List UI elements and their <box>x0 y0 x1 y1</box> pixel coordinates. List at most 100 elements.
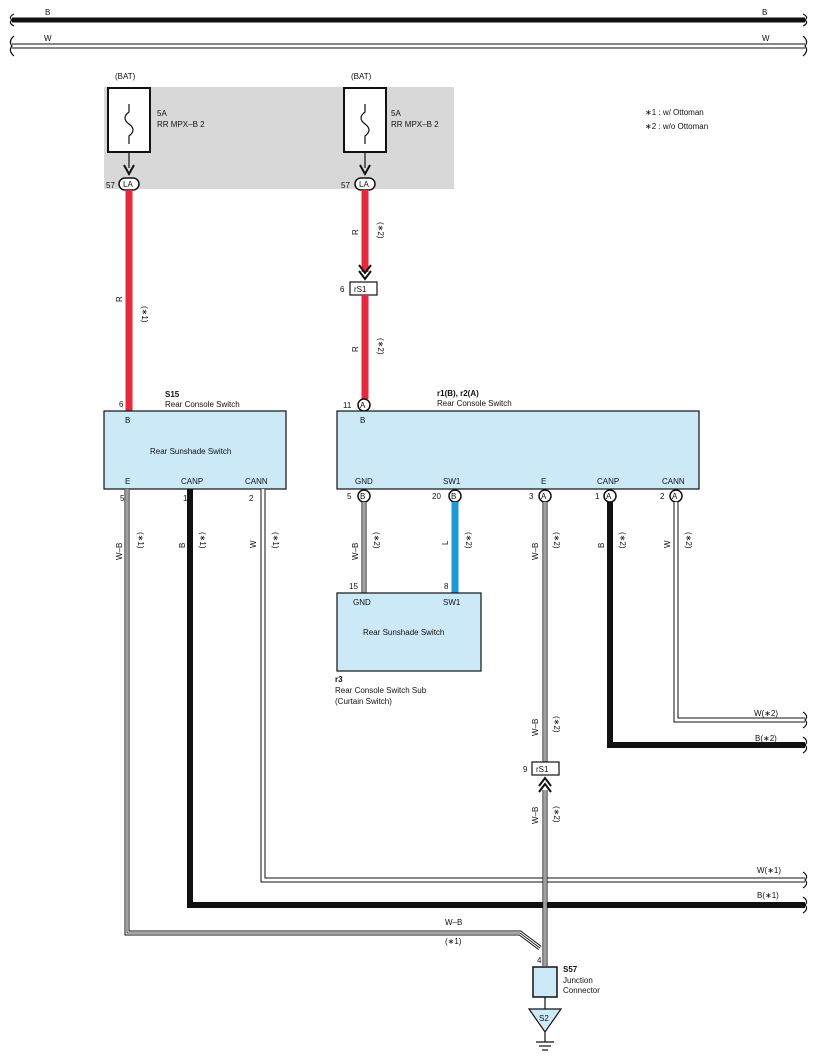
fuse-right-rating: 5A <box>391 109 401 118</box>
wire-r1-e-mid-note: (∗2) <box>552 716 561 733</box>
wire-r1-cann-note: (∗2) <box>684 532 693 549</box>
wire-red-right-lower-color: R <box>351 346 360 352</box>
r1-sw1-conn: B <box>451 492 456 501</box>
wire-r1-canp-color: B <box>597 543 606 548</box>
r3-inner-label: Rear Sunshade Switch <box>363 628 444 637</box>
r1-cann-pin: 2 <box>660 492 665 501</box>
fuse-right-icon <box>360 104 370 144</box>
wire-r1-canp <box>607 502 805 748</box>
r1-gnd-conn: B <box>360 492 365 501</box>
wire-s15-canp <box>187 489 805 908</box>
r1-name: Rear Console Switch <box>437 399 512 408</box>
wire-bottom-wb-label: W–B <box>445 918 462 927</box>
fuse-right-source: (BAT) <box>351 72 372 81</box>
fuse-right-name: RR MPX–B 2 <box>391 120 439 129</box>
fuse-area <box>104 87 454 189</box>
s15-cann-label: CANN <box>245 477 268 486</box>
r3-code: r3 <box>335 675 343 684</box>
ground-label: S2 <box>539 1014 549 1023</box>
wire-r1-cann <box>673 502 805 723</box>
r1-e-pin: 3 <box>529 492 534 501</box>
s57-line1: Junction <box>563 976 593 985</box>
connector-rs1-bottom: 9 rS1 <box>523 761 560 793</box>
ground-symbol: S2 <box>527 1008 563 1051</box>
fuse-left-source: (BAT) <box>115 72 136 81</box>
s15-cann-pin: 2 <box>249 494 254 503</box>
r1-code: r1(B), r2(A) <box>437 389 479 398</box>
wire-red-right-upper-color: R <box>351 229 360 235</box>
bus-b-label-right: B <box>762 8 767 17</box>
bus-w-label-left: W <box>44 34 52 43</box>
fuse-left: (BAT) 5A RR MPX–B 2 57 LA <box>106 72 205 191</box>
wire-r1-sw1-color: L <box>441 540 450 545</box>
bus-w-label-right: W <box>762 34 770 43</box>
component-s15: S15 Rear Console Switch 6 B Rear Sunshad… <box>103 390 287 503</box>
r3-sw1-label: SW1 <box>443 598 461 607</box>
s15-canp-pin: 1 <box>183 494 188 503</box>
fuse-left-pin: 57 <box>106 181 115 190</box>
wire-r1-e-upper-color: W–B <box>531 543 540 560</box>
wire-r1-e-mid-color: W–B <box>531 719 540 736</box>
r1-sw1-label: SW1 <box>443 477 461 486</box>
wire-out-w1: W(∗1) <box>757 866 781 875</box>
s15-b-pin: 6 <box>119 400 124 409</box>
r1-e-label: E <box>541 477 546 486</box>
rs1-bottom-name: rS1 <box>536 765 549 774</box>
r1-b-conn: A <box>360 401 366 410</box>
s15-name: Rear Console Switch <box>165 400 240 409</box>
s15-inner-label: Rear Sunshade Switch <box>150 447 231 456</box>
fuse-right-conn: LA <box>359 180 369 189</box>
s57-pin: 4 <box>537 956 542 965</box>
wire-out-w2: W(∗2) <box>754 709 778 718</box>
r1-gnd-pin: 5 <box>347 492 352 501</box>
s57-code: S57 <box>563 965 578 974</box>
component-r3: 15 8 GND SW1 Rear Sunshade Switch r3 Rea… <box>335 582 482 706</box>
wire-r1-sw1-note: (∗2) <box>464 532 473 549</box>
wire-s15-e-note: (∗1) <box>136 532 145 549</box>
wire-red-left-note: (∗1) <box>140 306 149 323</box>
top-bus: B B W W <box>9 8 808 57</box>
r1-b-pin: 11 <box>343 401 352 410</box>
s15-e-label: E <box>125 477 130 486</box>
wire-s15-cann-note: (∗1) <box>271 532 280 549</box>
wire-out-b1: B(∗1) <box>757 891 779 900</box>
r1-cann-label: CANN <box>662 477 685 486</box>
wire-r1-e-upper-note: (∗2) <box>552 532 561 549</box>
connector-rs1-top: 6 rS1 <box>340 281 378 296</box>
wire-s15-cann-color: W <box>249 540 258 548</box>
wire-s15-canp-color: B <box>178 543 187 548</box>
wire-red-left-color: R <box>115 296 124 302</box>
wire-r1-gnd-note: (∗2) <box>372 532 381 549</box>
rs1-top-name: rS1 <box>354 285 367 294</box>
r3-gnd-label: GND <box>353 598 371 607</box>
s15-e-pin: 5 <box>120 494 125 503</box>
r1-canp-conn: A <box>606 492 612 501</box>
bus-b-label-left: B <box>45 8 50 17</box>
s57-line2: Connector <box>563 986 600 995</box>
note-ottoman: ∗1 : w/ Ottoman <box>645 108 704 117</box>
r1-b-label: B <box>360 416 365 425</box>
rs1-top-pin: 6 <box>340 285 345 294</box>
wire-s15-e-color: W–B <box>115 543 124 560</box>
s15-canp-label: CANP <box>181 477 203 486</box>
wire-s15-canp-note: (∗1) <box>198 532 207 549</box>
fuse-left-name: RR MPX–B 2 <box>157 120 205 129</box>
r1-cann-conn: A <box>672 492 678 501</box>
fuse-right: (BAT) 5A RR MPX–B 2 57 LA <box>341 72 439 191</box>
r3-name: Rear Console Switch Sub <box>335 686 427 695</box>
fuse-right-pin: 57 <box>341 181 350 190</box>
wire-r1-e-lower-note: (∗2) <box>552 806 561 823</box>
r1-canp-pin: 1 <box>595 492 600 501</box>
r1-e-conn: A <box>541 492 547 501</box>
wire-r1-gnd-color: W–B <box>351 543 360 560</box>
r3-gnd-pin: 15 <box>349 582 358 591</box>
r1-gnd-label: GND <box>355 477 373 486</box>
wire-bottom-note: (∗1) <box>445 937 462 946</box>
wire-r1-cann-color: W <box>663 540 672 548</box>
s15-b-label: B <box>125 416 130 425</box>
rs1-bottom-pin: 9 <box>523 765 528 774</box>
r3-sub: (Curtain Switch) <box>335 697 392 706</box>
r3-sw1-pin: 8 <box>444 582 449 591</box>
wire-r1-canp-note: (∗2) <box>618 532 627 549</box>
